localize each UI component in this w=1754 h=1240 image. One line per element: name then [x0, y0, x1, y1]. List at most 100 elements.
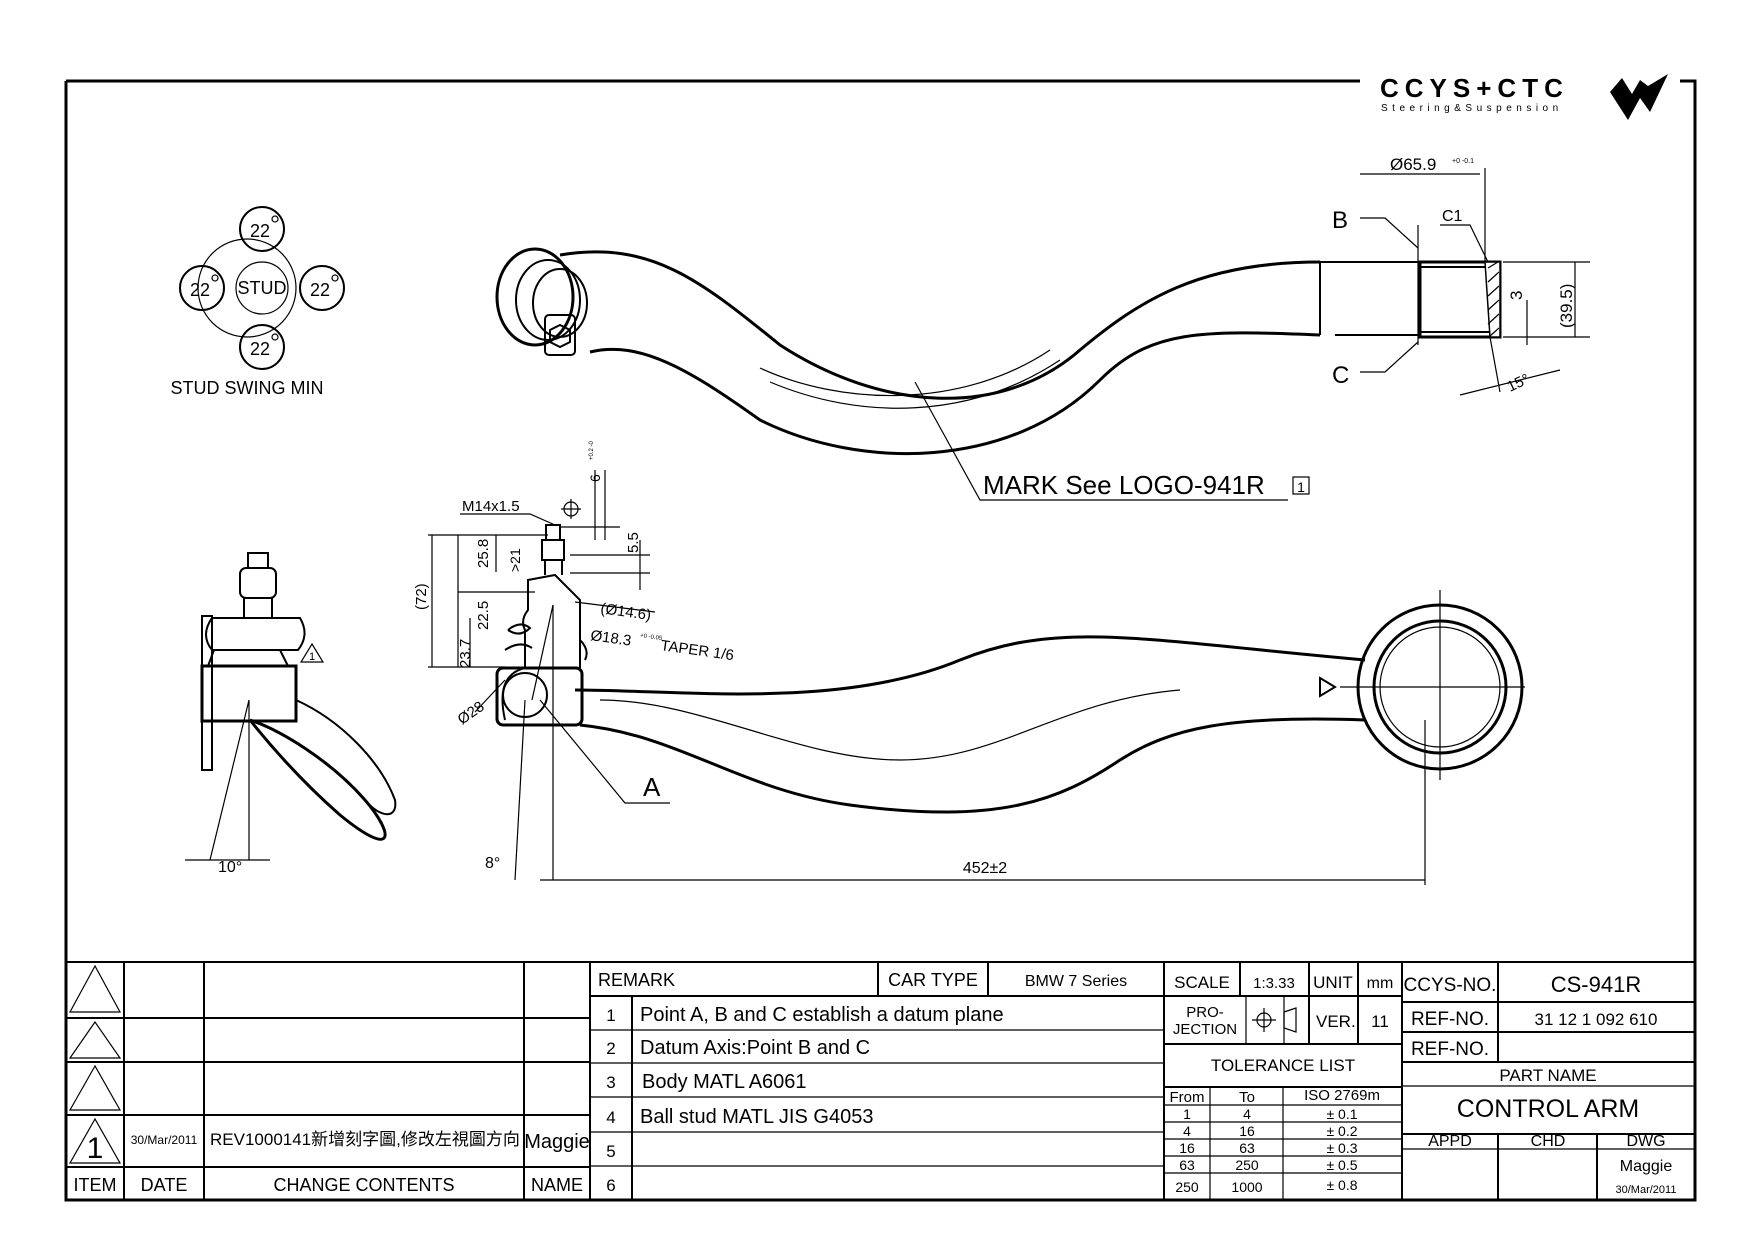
appd-label: APPD	[1428, 1133, 1472, 1150]
tolerance-title: TOLERANCE LIST	[1211, 1056, 1355, 1075]
d5-5-dim: 5.5	[625, 532, 642, 553]
outer-dia-tol: +0 -0.1	[1452, 158, 1474, 165]
taper-dim: TAPER 1/6	[659, 637, 735, 664]
remark-no: 1	[606, 1006, 615, 1025]
top-view-arm: B C Ø65.9 +0 -0.1 C1 3 (39.5) 15°	[495, 155, 1590, 455]
rev-date-1: 30/Mar/2011	[131, 1133, 198, 1147]
remark-text: Ball stud MATL JIS G4053	[640, 1106, 873, 1128]
remark-no: 2	[606, 1039, 615, 1058]
angle-15-dim: 15°	[1505, 371, 1533, 396]
ccys-no-label: CCYS-NO.	[1404, 975, 1497, 996]
part-name-label: PART NAME	[1499, 1066, 1596, 1085]
d18-3-tol: +0 -0.05	[640, 633, 663, 642]
tol-header-to: To	[1239, 1089, 1255, 1106]
d22-5-dim: 22.5	[475, 601, 492, 630]
unit-value: mm	[1367, 975, 1394, 992]
d23-7-dim: 23.7	[457, 639, 474, 668]
tol-from: 1	[1183, 1106, 1191, 1122]
remark-table: REMARK CAR TYPE BMW 7 Series 1 Point A, …	[598, 970, 1127, 1195]
tol-to: 4	[1243, 1106, 1251, 1122]
spec-table: SCALE 1:3.33 UNIT mm PRO- JECTION VER. 1…	[1170, 973, 1394, 1195]
unit-label: UNIT	[1313, 973, 1353, 992]
d6-tol: +0.2 -0	[589, 440, 595, 460]
drawn-date: 30/Mar/2011	[1616, 1184, 1677, 1196]
remark-text: Datum Axis:Point B and C	[640, 1037, 870, 1059]
chd-label: CHD	[1531, 1133, 1566, 1150]
stud-label: STUD	[238, 278, 287, 298]
rev-contents-1: REV1000141新增刻字圖,修改左視圖方向	[210, 1130, 520, 1149]
scale-label: SCALE	[1174, 973, 1230, 992]
bottom-view-arm: A 452±2 8°	[485, 524, 1525, 885]
title-block	[66, 961, 1695, 1200]
tol-to: 1000	[1231, 1179, 1262, 1195]
remark-no: 6	[606, 1176, 615, 1195]
rev-header-date: DATE	[141, 1175, 188, 1195]
chamfer-dim: C1	[1442, 208, 1463, 225]
mark-flag: 1	[1297, 479, 1305, 495]
revision-table: 1 30/Mar/2011 REV1000141新增刻字圖,修改左視圖方向 Ma…	[74, 1130, 590, 1195]
height-dim: (39.5)	[1557, 284, 1576, 328]
ccys-no-value: CS-941R	[1551, 972, 1641, 997]
tol-header-iso: ISO 2769m	[1304, 1087, 1380, 1104]
tol-from: 250	[1175, 1179, 1199, 1195]
d28-dim: Ø28	[455, 698, 488, 728]
angle-10-dim: 10°	[218, 859, 242, 876]
tol-to: 63	[1239, 1140, 1255, 1156]
ref-no-value: 31 12 1 092 610	[1535, 1010, 1658, 1029]
car-type-value: BMW 7 Series	[1025, 973, 1127, 990]
point-a-label: A	[643, 772, 661, 802]
swing-right-value: 22	[310, 280, 330, 300]
remark-text: Body MATL A6061	[642, 1071, 807, 1093]
outer-dia-dim: Ø65.9	[1390, 155, 1436, 174]
thread-dim: M14x1.5	[462, 498, 520, 515]
ver-label: VER.	[1316, 1012, 1356, 1031]
logo-emblem-icon	[1610, 74, 1668, 120]
rev-name-1: Maggie	[524, 1131, 590, 1153]
stud-swing-caption: STUD SWING MIN	[171, 378, 324, 398]
mark-note: MARK See LOGO-941R 1	[914, 381, 1310, 501]
svg-text:Steering&Suspension: Steering&Suspension	[1381, 103, 1563, 114]
tol-value: ± 0.1	[1326, 1106, 1357, 1122]
tol-to: 16	[1239, 1123, 1255, 1139]
point-c-label: C	[1332, 362, 1349, 389]
stud-swing-diagram: STUD 22 22 22 22 STUD SWING MIN	[171, 206, 345, 398]
ver-value: 11	[1371, 1012, 1389, 1031]
projection-label-2: JECTION	[1173, 1021, 1237, 1038]
d72-dim: (72)	[413, 583, 430, 610]
scale-value: 1:3.33	[1253, 975, 1295, 992]
d25-8-dim: 25.8	[475, 539, 492, 568]
remark-no: 5	[606, 1142, 615, 1161]
length-dim: 452±2	[963, 860, 1007, 877]
swing-ring	[197, 238, 297, 338]
svg-text:CCYS+CTC: CCYS+CTC	[1380, 73, 1569, 103]
rev-header-contents: CHANGE CONTENTS	[273, 1175, 454, 1195]
title-table: CCYS-NO. CS-941R REF-NO. 31 12 1 092 610…	[1404, 972, 1677, 1196]
drawn-by: Maggie	[1620, 1158, 1673, 1175]
mark-note-text: MARK See LOGO-941R	[983, 470, 1265, 500]
swing-left-value: 22	[190, 280, 210, 300]
tol-value: ± 0.5	[1326, 1157, 1357, 1173]
tol-to: 250	[1235, 1157, 1259, 1173]
projection-label: PRO-	[1186, 1004, 1224, 1021]
tol-from: 16	[1179, 1140, 1195, 1156]
stud-circle	[235, 261, 289, 315]
remark-no: 4	[606, 1108, 615, 1127]
width-dim: 3	[1507, 291, 1526, 300]
tol-header-from: From	[1170, 1089, 1205, 1106]
swing-bottom-value: 22	[250, 339, 270, 359]
company-logo: CCYS+CTC Steering&Suspension	[1380, 73, 1668, 120]
tol-from: 63	[1179, 1157, 1195, 1173]
car-type-label: CAR TYPE	[888, 970, 978, 990]
border-frame	[64, 79, 1697, 1202]
ref-no-label: REF-NO.	[1411, 1009, 1489, 1030]
ball-stud-dims: M14x1.5 6 +0.2 -0 5.5 (72) 25.8 >21 22.5…	[413, 440, 735, 728]
angle-8-dim: 8°	[485, 855, 500, 872]
remark-text: Point A, B and C establish a datum plane	[640, 1004, 1004, 1026]
tol-value: ± 0.3	[1326, 1140, 1357, 1156]
part-name-value: CONTROL ARM	[1457, 1095, 1639, 1123]
rev-header-name: NAME	[531, 1175, 583, 1195]
tol-value: ± 0.8	[1326, 1177, 1357, 1193]
swing-top-value: 22	[250, 221, 270, 241]
d18-3-dim: Ø18.3	[589, 627, 632, 650]
